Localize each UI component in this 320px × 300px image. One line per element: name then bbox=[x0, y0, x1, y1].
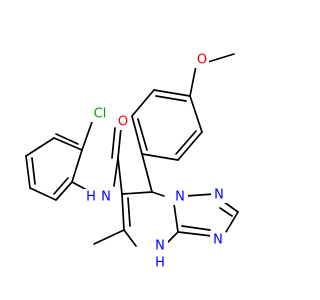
bond-c5-n4 bbox=[123, 229, 137, 247]
bond-c6-carbonyl bbox=[117, 157, 123, 195]
molecule-structure: Cl O O N H N N N N H bbox=[25, 52, 239, 271]
bond-c3a-n8 bbox=[173, 203, 179, 233]
bond-clph-6 bbox=[55, 181, 73, 201]
chlorine-label: Cl bbox=[94, 107, 107, 122]
bond-carbonyl-o bbox=[117, 127, 122, 159]
bond-aryl-5-inner bbox=[175, 130, 197, 155]
triazole-n-top-label: N bbox=[214, 188, 224, 203]
ring-nh-n-label: N bbox=[155, 239, 165, 254]
bond-n1-c2-inner bbox=[219, 207, 233, 217]
bond-carbonyl-n bbox=[113, 157, 119, 187]
bond-n1-c2 bbox=[223, 201, 239, 213]
bond-c2-n3 bbox=[225, 211, 239, 233]
bond-c5-methyl bbox=[93, 229, 125, 245]
bond-clph-3 bbox=[25, 137, 55, 157]
bond-aryl-4 bbox=[141, 153, 179, 161]
ring-nh-h-label: H bbox=[155, 256, 165, 271]
bond-aryl-1 bbox=[153, 89, 191, 97]
carbonyl-oxygen-label: O bbox=[118, 115, 128, 130]
bond-aryl-3-inner bbox=[137, 118, 148, 151]
bond-aryl-c7 bbox=[141, 153, 153, 193]
bond-aryl-1-inner bbox=[155, 95, 187, 102]
bond-c-cl bbox=[81, 121, 93, 151]
bond-n4-c3a bbox=[167, 231, 179, 243]
bond-clph-1 bbox=[71, 149, 83, 183]
bond-n3-c3a bbox=[177, 231, 213, 237]
bond-o-aryl bbox=[189, 65, 197, 97]
bond-n8-c7 bbox=[151, 191, 165, 197]
bond-aryl-2 bbox=[131, 89, 155, 117]
bond-methyl-o bbox=[207, 53, 235, 63]
bond-c6-c5 bbox=[121, 193, 125, 231]
amide-n-label: N bbox=[101, 190, 111, 205]
bond-n3-c3a-inner bbox=[181, 225, 211, 231]
bond-aryl-6 bbox=[189, 95, 203, 133]
triazole-n-bottom-label: N bbox=[213, 233, 223, 248]
bond-n8-n1 bbox=[185, 193, 215, 197]
bond-clph-5 bbox=[29, 187, 57, 201]
bond-clph-2-inner bbox=[55, 133, 79, 145]
amide-h-label: H bbox=[86, 190, 96, 205]
bond-clph-2 bbox=[53, 137, 83, 151]
bond-aryl-5 bbox=[177, 131, 203, 161]
bond-layer bbox=[25, 53, 239, 247]
bond-clph-4 bbox=[25, 155, 31, 189]
bond-clph-6-inner bbox=[53, 177, 69, 195]
bond-c6-c5-inner bbox=[127, 197, 131, 227]
bridgehead-n-label: N bbox=[175, 190, 185, 205]
bond-carbonyl-o-double bbox=[111, 127, 116, 159]
methoxy-oxygen-label: O bbox=[197, 53, 207, 68]
atom-label-layer: Cl O O N H N N N N H bbox=[84, 52, 227, 271]
bond-clph-4-inner bbox=[31, 157, 36, 185]
bond-aryl-3 bbox=[131, 115, 143, 155]
bond-c7-c6 bbox=[121, 191, 153, 195]
